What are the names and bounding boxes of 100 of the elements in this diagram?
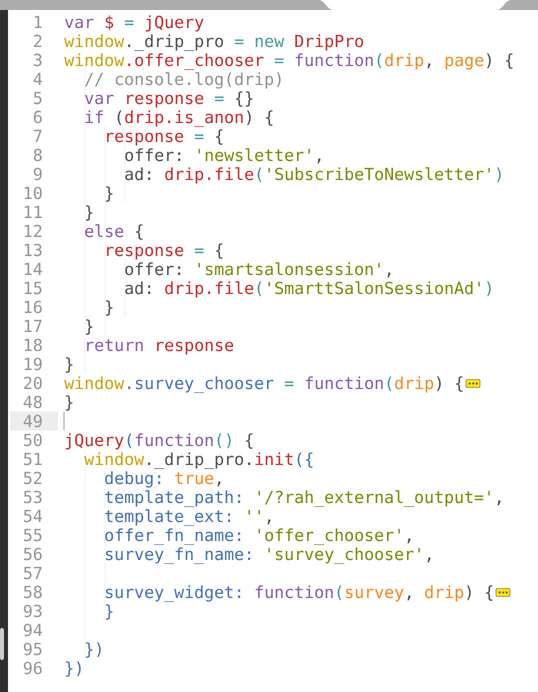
code-token: } xyxy=(66,357,72,373)
code-token: = xyxy=(284,381,294,386)
line-number: 54 xyxy=(24,510,42,522)
line-number: 95 xyxy=(24,642,42,656)
line-number: 1 xyxy=(34,16,42,28)
code-token: 'smartsalonsession' xyxy=(198,262,380,276)
code-token: 'newsletter' xyxy=(198,148,310,162)
line-number: 10 xyxy=(24,186,42,200)
code-token: () xyxy=(218,433,231,448)
code-token: ( xyxy=(378,53,382,68)
code-token: { xyxy=(456,376,462,392)
code-token: if xyxy=(86,110,103,123)
line-number: 16 xyxy=(24,300,42,314)
code-token: ad: xyxy=(125,281,150,294)
code-token: function xyxy=(256,585,333,598)
code-token: 'survey_chooser' xyxy=(268,547,420,564)
code-token: = xyxy=(214,96,224,102)
line-number: 93 xyxy=(24,604,42,618)
line-number: 49 xyxy=(24,414,42,428)
code-token: function xyxy=(296,53,373,66)
code-token: = xyxy=(234,39,244,44)
code-token: .offer_chooser xyxy=(128,53,264,70)
code-token: ) xyxy=(487,53,491,68)
code-token: ({ xyxy=(298,452,312,468)
code-token: { xyxy=(486,585,492,601)
code-token: offer: xyxy=(125,148,180,162)
code-token: ) xyxy=(467,585,471,600)
line-number: 52 xyxy=(24,472,42,484)
line-number: 20 xyxy=(24,376,42,390)
code-token: drip xyxy=(425,585,464,602)
code-token: else xyxy=(85,224,124,238)
code-token: , xyxy=(267,520,270,524)
code-token: survey_fn_name: xyxy=(106,547,250,564)
code-token: jQuery xyxy=(146,15,204,32)
code-token: 'SmarttSalonSessionAd' xyxy=(268,281,480,294)
code-token: template_ext: xyxy=(105,509,230,526)
code-token: , xyxy=(407,538,410,544)
code-token: { xyxy=(506,53,512,69)
code-token: = xyxy=(124,20,134,26)
code-token: ( xyxy=(258,167,262,182)
line-number: 55 xyxy=(24,528,42,542)
code-token: 'SubscribeToNewsletter' xyxy=(268,167,490,180)
code-token: new xyxy=(256,38,284,48)
line-number: 48 xyxy=(24,396,42,408)
line-number: 5 xyxy=(34,92,42,104)
code-token: window xyxy=(64,53,124,66)
line-number: 13 xyxy=(24,244,42,256)
line-number: 96 xyxy=(24,662,42,674)
line-number: 18 xyxy=(24,338,42,352)
code-token: response xyxy=(127,94,204,108)
code-token: jQuery xyxy=(66,433,124,450)
code-token: var xyxy=(85,94,114,104)
code-token: } xyxy=(106,300,112,316)
line-number: 3 xyxy=(34,54,42,66)
code-token: { xyxy=(136,224,142,240)
code-comment: // console.log(drip) xyxy=(85,72,281,89)
line-number: 4 xyxy=(34,72,42,85)
code-token: response xyxy=(107,246,184,260)
code-token: drip xyxy=(395,376,434,392)
code-token: window xyxy=(64,376,124,390)
line-number: 53 xyxy=(24,490,42,504)
code-token: debug: xyxy=(105,471,160,488)
line-number: 2 xyxy=(34,34,42,47)
code-token: ( xyxy=(128,433,132,448)
line-number: 56 xyxy=(24,548,42,560)
code-token: init xyxy=(256,452,293,465)
code-token: ( xyxy=(338,585,342,600)
code-token: template_path: xyxy=(105,490,240,507)
code-token: var xyxy=(65,18,94,28)
code-token: ._drip_pro. xyxy=(148,452,250,469)
code-token: $ xyxy=(106,15,114,30)
line-number: 94 xyxy=(24,624,42,636)
code-token: ._drip_pro xyxy=(128,34,224,51)
code-token: window xyxy=(64,34,124,48)
code-token: ( xyxy=(118,110,122,126)
code-token: ( xyxy=(388,376,392,392)
line-number: 51 xyxy=(24,452,42,466)
line-number: 15 xyxy=(24,282,42,294)
code-token: '/?rah_external_output=' xyxy=(258,490,490,507)
code-token: } xyxy=(106,186,112,202)
line-number: 9 xyxy=(34,168,42,180)
code-token: { xyxy=(246,433,252,449)
line-number: 11 xyxy=(24,206,42,218)
code-token: drip.file xyxy=(165,281,254,298)
line-number: 58 xyxy=(24,586,42,598)
code-token: } xyxy=(86,205,92,221)
code-token: , xyxy=(217,482,220,486)
code-token: ( xyxy=(258,281,262,296)
code-token: { xyxy=(216,243,222,259)
code-token: , xyxy=(497,500,500,506)
code-token: = xyxy=(274,58,284,64)
code-token: , xyxy=(387,272,390,278)
code-token: ) xyxy=(487,281,491,296)
code-token: page xyxy=(446,56,484,70)
code-token: offer: xyxy=(125,262,180,276)
code-token: window xyxy=(84,452,144,466)
code-token: 'offer_chooser' xyxy=(258,528,400,545)
code-token: = xyxy=(194,134,204,140)
line-number: 8 xyxy=(34,148,42,162)
code-token: } xyxy=(106,604,112,620)
